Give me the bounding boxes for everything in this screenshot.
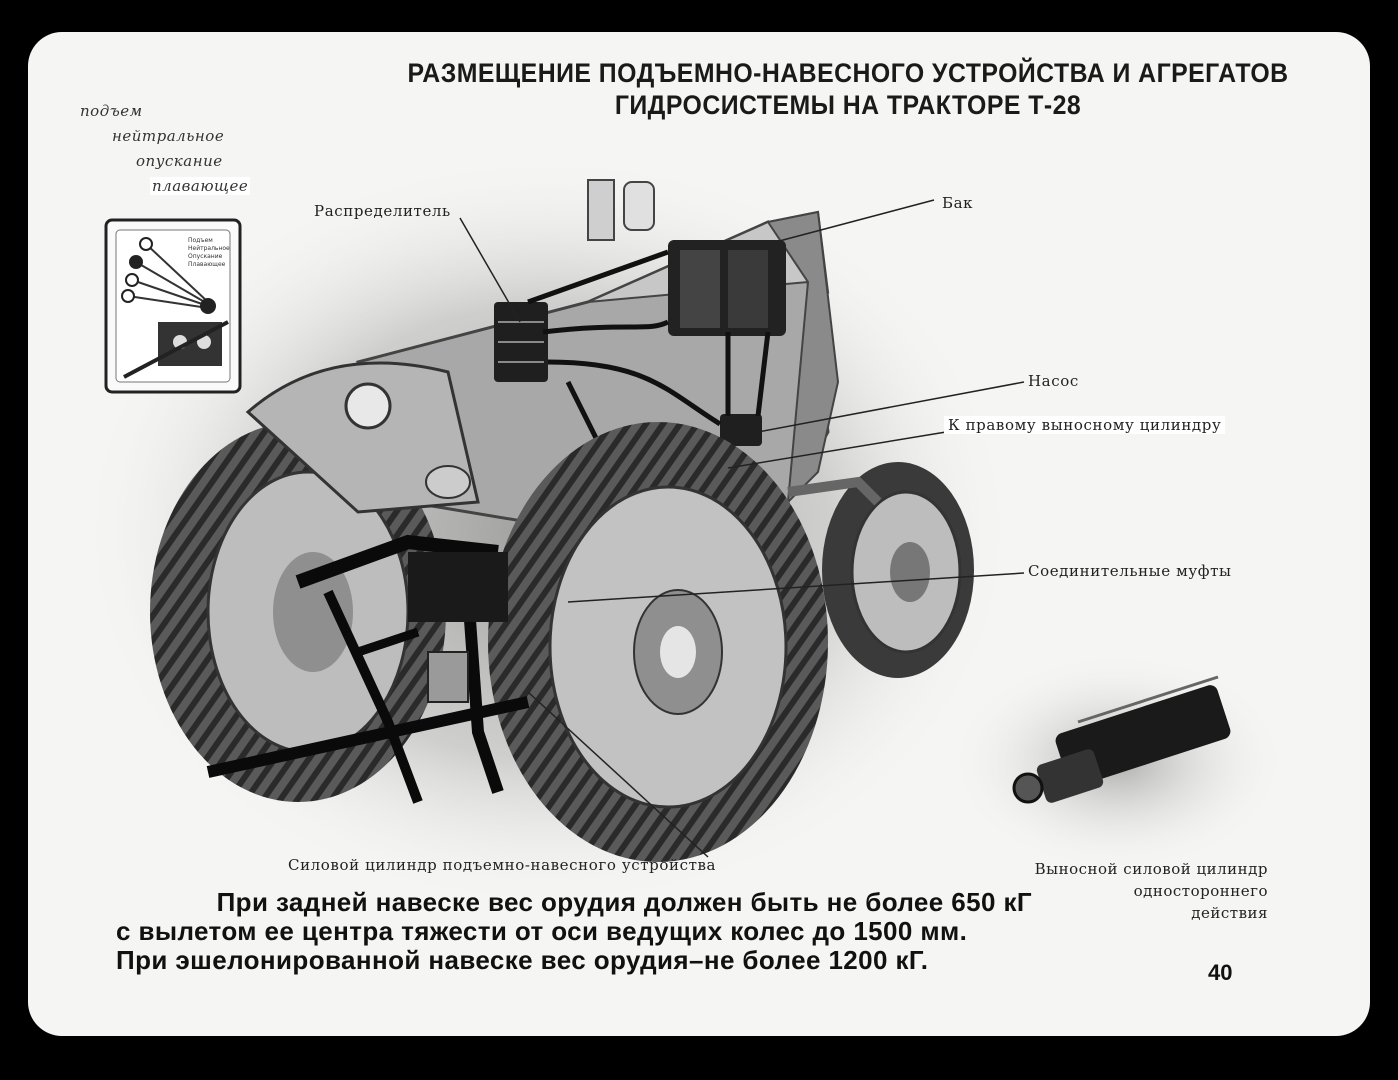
label-couplings: Соединительные муфты — [1028, 562, 1232, 580]
mode-label-neutral: нейтральное — [112, 127, 225, 145]
mode-label-float: плавающее — [150, 177, 251, 195]
three-point-hitch — [206, 534, 530, 804]
remote-cylinder-line-3: действия — [1191, 904, 1268, 922]
inset-label-lower: Опускание — [188, 253, 223, 260]
label-power-cylinder: Силовой цилиндр подъемно-навесного устро… — [288, 856, 717, 874]
leader-lines — [459, 199, 1025, 858]
inset-label-raise: Подъем — [188, 237, 213, 244]
remote-cylinder-line-1: Выносной силовой цилиндр — [1034, 860, 1268, 878]
inset-labels: Подъем Нейтральное Опускание Плавающее — [188, 237, 230, 269]
title-line-2: ГИДРОСИСТЕМЫ НА ТРАКТОРЕ Т-28 — [614, 90, 1082, 120]
note-line-1: При задней навеске вес орудия должен быт… — [216, 887, 1032, 917]
note-line-2: с вылетом ее центра тяжести от оси ведущ… — [116, 916, 968, 946]
label-tank: Бак — [942, 194, 974, 212]
title-line-1: РАЗМЕЩЕНИЕ ПОДЪЕМНО-НАВЕСНОГО УСТРОЙСТВА… — [407, 58, 1289, 88]
mode-label-lower: опускание — [136, 152, 223, 170]
load-note: При задней навеске вес орудия должен быт… — [116, 888, 1036, 975]
label-right-cylinder: К правому выносному цилиндру — [944, 416, 1226, 434]
note-line-3: При эшелонированной навеске вес орудия–н… — [116, 945, 929, 975]
label-remote-cylinder: Выносной силовой цилиндр одностороннего … — [1006, 858, 1268, 924]
tractor-illustration — [78, 152, 1288, 912]
page-number: 40 — [1208, 960, 1233, 985]
lever-inset — [104, 218, 242, 394]
front-right-wheel — [787, 462, 974, 678]
rear-right-wheel — [488, 422, 828, 862]
remote-cylinder — [1012, 675, 1231, 804]
rear-left-wheel — [150, 422, 446, 802]
inset-label-float: Плавающее — [188, 261, 226, 268]
label-pump: Насос — [1028, 372, 1079, 390]
distributor — [494, 302, 548, 382]
inset-label-neutral: Нейтральное — [188, 245, 230, 252]
pump — [720, 414, 762, 446]
label-distributor: Распределитель — [314, 202, 451, 220]
hydraulic-tank — [668, 240, 786, 336]
mode-label-raise: подъем — [80, 102, 143, 120]
remote-cylinder-line-2: одностороннего — [1133, 882, 1268, 900]
slide: РАЗМЕЩЕНИЕ ПОДЪЕМНО-НАВЕСНОГО УСТРОЙСТВА… — [28, 32, 1370, 1036]
